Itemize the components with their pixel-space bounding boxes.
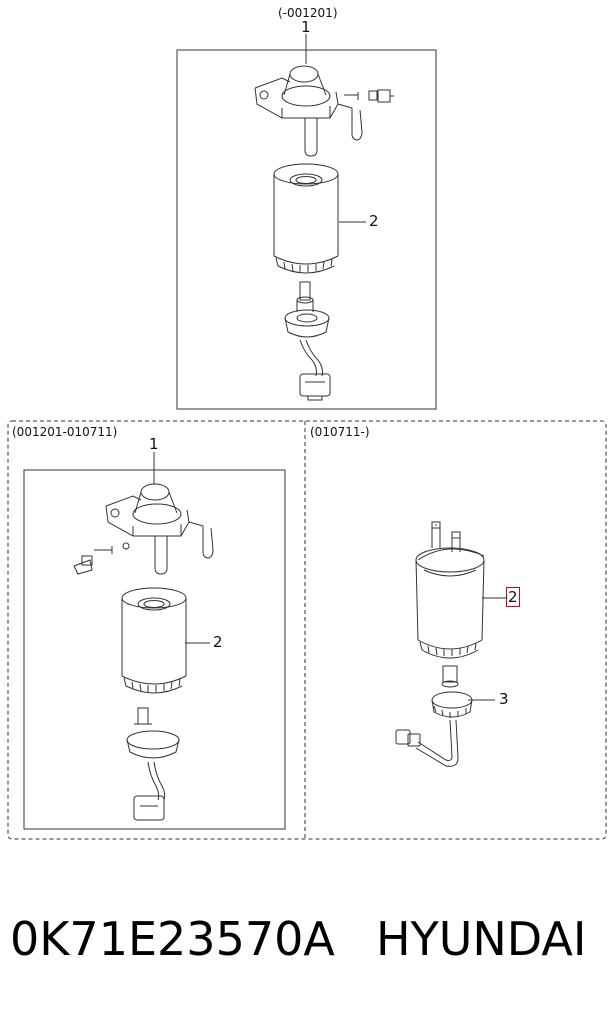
callout-2-right[interactable]: 2 bbox=[508, 588, 518, 606]
section-top-frame bbox=[176, 49, 437, 410]
callout-2-top[interactable]: 2 bbox=[369, 212, 379, 230]
callout-3-right[interactable]: 3 bbox=[499, 690, 509, 708]
fuel-filter-head-top bbox=[254, 65, 394, 157]
part-number: 0K71E23570A bbox=[10, 912, 335, 966]
water-sensor-left bbox=[126, 707, 180, 821]
fuel-filter-cartridge-left bbox=[121, 587, 187, 694]
section-top-range-label: (-001201) bbox=[278, 6, 338, 20]
water-sensor-right bbox=[395, 665, 473, 767]
section-bottom-dashed-frame bbox=[7, 420, 607, 840]
section-right-range-label: (010711-) bbox=[310, 425, 370, 439]
section-left-range-label: (001201-010711) bbox=[12, 425, 118, 439]
brand-name: HYUNDAI bbox=[376, 912, 587, 966]
fuel-filter-head-left bbox=[73, 483, 214, 575]
callout-2-left[interactable]: 2 bbox=[213, 633, 223, 651]
callout-highlight-box bbox=[506, 587, 520, 607]
callout-1-left[interactable]: 1 bbox=[149, 435, 159, 453]
fuel-filter-assembly-right bbox=[415, 521, 485, 659]
water-sensor-top bbox=[284, 281, 331, 401]
callout-1-top[interactable]: 1 bbox=[301, 18, 311, 36]
fuel-filter-cartridge-top bbox=[273, 163, 339, 274]
